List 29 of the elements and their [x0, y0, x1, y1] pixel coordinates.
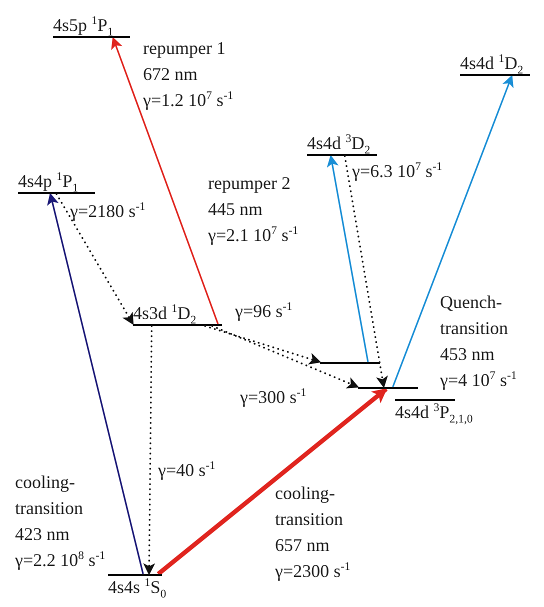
edge-label: cooling-transition 423 nm γ=2.2 10$^{8}$ s$^{-1}$ [15, 471, 106, 572]
level-label: 4s4p $^{1}$P$_{1}$ [18, 170, 80, 192]
level-label: 4s4d $^{3}$P$_{2,1,0}$ [395, 401, 473, 423]
dotted-arrow [344, 155, 388, 388]
level-line [320, 362, 380, 364]
level-line [358, 387, 418, 389]
level-label: 4s4d $^{3}$D$_{2}$ [307, 132, 372, 154]
arrow [326, 154, 369, 362]
arrow [111, 36, 219, 324]
dotted-arrow [143, 325, 156, 576]
arrow [392, 74, 514, 388]
dotted-arrow [204, 325, 322, 364]
dotted-arrow [211, 325, 360, 388]
level-label: 4s5p $^{1}$P$_{1}$ [53, 14, 114, 36]
edge-label: γ=2180 s$^{-1}$ [70, 199, 146, 223]
edge-label: repumper 1 672 nm γ=1.2 10$^{7}$ s$^{-1}$ [143, 37, 234, 112]
arrow [47, 192, 144, 574]
level-label: 4s4d $^{1}$D$_{2}$ [460, 52, 524, 74]
level-label: 4s4s $^{1}$S$_{0}$ [108, 576, 166, 598]
edge-label: cooling-transition 657 nm γ=2300 s$^{-1}$ [275, 482, 350, 583]
dotted-arrow [56, 193, 134, 326]
edge-label: γ=96 s$^{-1}$ [235, 299, 292, 323]
edge-label: repumper 2 445 nm γ=2.1 10$^{7}$ s$^{-1}$ [208, 172, 298, 247]
edge-label: Quench-transition 453 nm γ=4 10$^{7}$ s$^{-1}$ [440, 291, 517, 392]
edge-label: γ=300 s$^{-1}$ [240, 385, 306, 409]
thick-arrow [156, 387, 388, 576]
edge-label: γ=6.3 10$^{7}$ s$^{-1}$ [352, 159, 442, 183]
edge-label: γ=40 s$^{-1}$ [158, 458, 216, 482]
level-label: 4s3d $^{1}$D$_{2}$ [133, 302, 198, 324]
